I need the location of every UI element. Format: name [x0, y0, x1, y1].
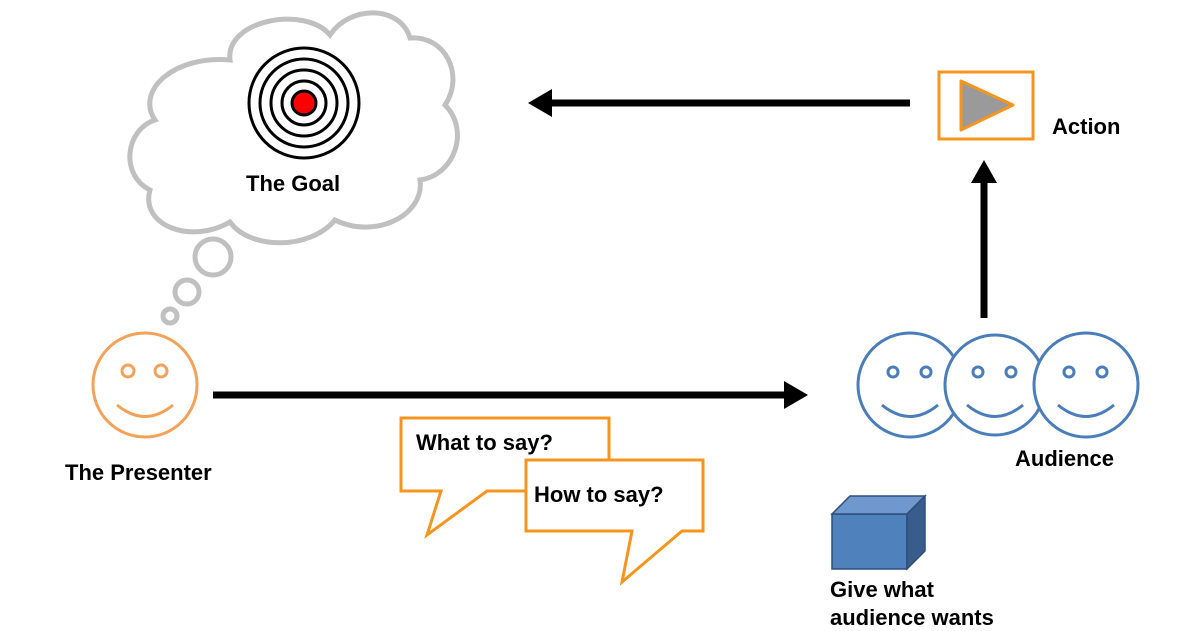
goal-label: The Goal: [246, 171, 341, 196]
target-icon: [247, 46, 361, 160]
audience-face-icon-2: [943, 333, 1047, 437]
arrow-audience-to-action: [971, 160, 997, 318]
audience-label: Audience: [1015, 446, 1115, 471]
what-to-say-label: What to say?: [416, 430, 553, 455]
how-to-say-label: How to say?: [534, 482, 664, 507]
give-label-line1: Give what: [830, 577, 934, 602]
audience-face-icon-3: [1032, 331, 1140, 439]
speech-bubble-how: [524, 458, 705, 586]
audience-faces: [856, 331, 1140, 439]
play-icon: [937, 70, 1035, 141]
action-label: Action: [1052, 114, 1121, 139]
presenter-face-icon: [91, 331, 199, 439]
cube-icon: [830, 494, 927, 571]
presenter-label: The Presenter: [65, 460, 212, 485]
speech-bubble-what: [399, 416, 611, 539]
arrow-presenter-to-audience: [213, 381, 808, 409]
give-label-line2: audience wants: [830, 605, 994, 630]
arrow-action-to-goal: [528, 89, 910, 117]
